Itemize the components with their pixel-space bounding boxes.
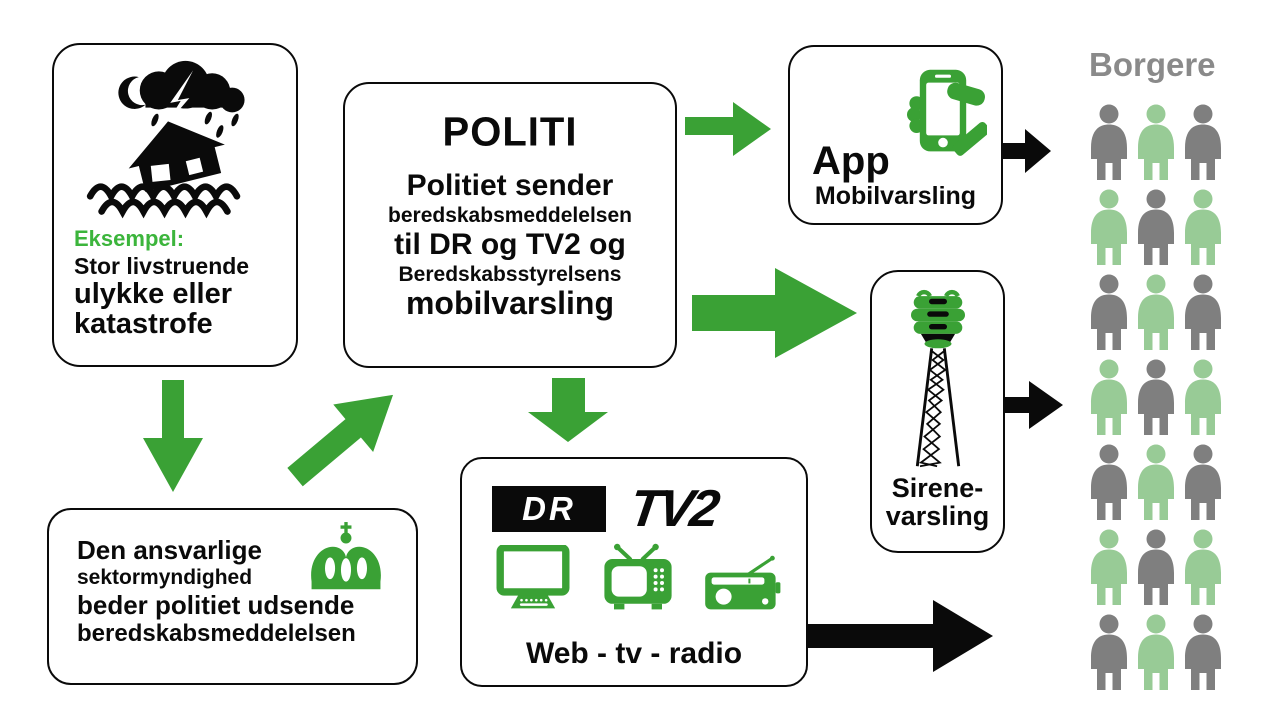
citizen-icon	[1087, 444, 1131, 522]
mobile-phone-hand-icon	[899, 61, 990, 170]
sirene-box: Sirene- varsling	[870, 270, 1005, 553]
arrow-authority-to-politi	[287, 394, 394, 487]
citizen-icon	[1134, 359, 1178, 437]
authority-line4: beredskabsmeddelelsen	[77, 620, 356, 648]
computer-web-icon	[492, 543, 574, 616]
example-line3: katastrofe	[74, 307, 213, 340]
radio-icon	[702, 555, 782, 616]
citizen-icon	[1181, 189, 1225, 267]
dr-logo-text: DR	[522, 490, 576, 527]
citizen-icon	[1134, 444, 1178, 522]
example-box: Eksempel: Stor livstruende ulykke eller …	[52, 43, 298, 367]
authority-line1: Den ansvarlige	[77, 535, 262, 565]
media-caption: Web - tv - radio	[525, 637, 743, 670]
citizen-icon	[1087, 189, 1131, 267]
citizen-icon	[1134, 274, 1178, 352]
citizen-icon	[1134, 104, 1178, 182]
authority-box: Den ansvarlige sektormyndighed beder pol…	[47, 508, 418, 685]
citizen-icon	[1181, 529, 1225, 607]
citizen-icon	[1087, 359, 1131, 437]
arrow-politi-to-media	[528, 378, 608, 442]
politi-box: POLITI Politiet sender beredskabsmeddele…	[343, 82, 677, 368]
arrow-politi-to-sirene	[692, 268, 857, 358]
storm-flood-icon	[73, 59, 277, 221]
app-title: App	[812, 139, 890, 183]
citizen-icon	[1181, 444, 1225, 522]
app-box: App Mobilvarsling	[788, 45, 1003, 225]
media-box: DR TV2	[460, 457, 808, 687]
citizens-grid	[1087, 104, 1228, 699]
tv2-logo: TV2	[625, 480, 721, 538]
citizen-icon	[1134, 189, 1178, 267]
crown-icon	[304, 520, 388, 603]
siren-tower-icon	[892, 288, 984, 468]
citizens-title: Borgere	[1089, 46, 1216, 83]
sirene-line2: varsling	[885, 501, 990, 532]
citizen-icon	[1087, 614, 1131, 692]
politi-line2: beredskabsmeddelelsen	[388, 203, 632, 227]
citizen-icon	[1134, 614, 1178, 692]
citizen-icon	[1087, 104, 1131, 182]
sirene-line1: Sirene-	[891, 473, 984, 503]
citizen-icon	[1087, 529, 1131, 607]
citizen-icon	[1181, 614, 1225, 692]
authority-line2: sektormyndighed	[77, 566, 253, 590]
politi-logo: POLITI	[442, 109, 578, 155]
tv-icon	[598, 543, 678, 616]
arrow-app-to-citizens	[1003, 129, 1051, 173]
politi-line1: Politiet sender	[406, 169, 614, 202]
citizen-icon	[1087, 274, 1131, 352]
citizen-icon	[1134, 529, 1178, 607]
arrow-politi-to-app	[685, 102, 771, 156]
politi-line3: til DR og TV2 og	[394, 228, 626, 262]
citizen-icon	[1181, 104, 1225, 182]
dr-logo: DR	[492, 486, 606, 532]
politi-line4: Beredskabsstyrelsens	[398, 262, 622, 286]
example-line1: Stor livstruende	[74, 252, 250, 279]
politi-line5: mobilvarsling	[405, 285, 615, 322]
arrow-sirene-to-citizens	[1003, 381, 1063, 429]
citizen-icon	[1181, 274, 1225, 352]
authority-line3: beder politiet udsende	[77, 590, 355, 621]
example-label: Eksempel:	[74, 226, 185, 251]
example-line2: ulykke eller	[74, 278, 232, 311]
citizen-icon	[1181, 359, 1225, 437]
arrow-media-to-citizens	[808, 600, 993, 672]
arrow-example-to-authority	[143, 380, 203, 492]
app-subtitle: Mobilvarsling	[814, 182, 977, 210]
